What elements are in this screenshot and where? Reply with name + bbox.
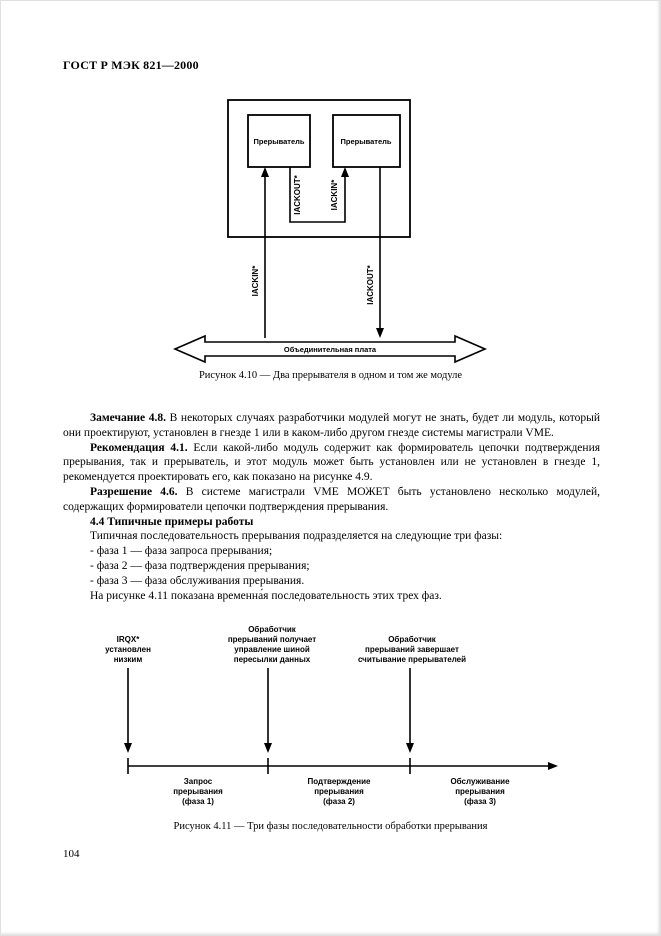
event3-line1: Обработчик	[388, 635, 437, 644]
interrupter-left-label: Прерыватель	[253, 137, 304, 146]
phase2-line3: (фаза 2)	[323, 797, 355, 806]
interrupter-right-box	[332, 114, 401, 168]
down-arrowhead-icon	[264, 743, 272, 753]
event3-line3: считывание прерывателей	[358, 655, 466, 664]
phase-list-item-3: - фаза 3 — фаза обслуживания прерывания.	[90, 574, 305, 587]
down-arrowhead-icon	[376, 328, 384, 338]
paragraph-note: Замечание 4.8. В некоторых случаях разра…	[63, 411, 600, 441]
permission-text: В системе магистрали VME МОЖЕТ быть уста…	[63, 485, 600, 513]
paragraph-outro: На рисунке 4.11 показана временна́я посл…	[90, 589, 442, 602]
page-number: 104	[63, 848, 80, 860]
interrupter-left-box	[247, 114, 311, 168]
event2-line3: управление шиной	[234, 645, 310, 654]
figure-4-10-caption: Рисунок 4.10 — Два прерывателя в одном и…	[198, 370, 463, 381]
body-text: Замечание 4.8. В некоторых случаях разра…	[63, 411, 600, 603]
daisy-chain-line	[289, 167, 346, 223]
paragraph-recommendation: Рекомендация 4.1. Если какой-либо модуль…	[63, 441, 600, 485]
figure-4-11-diagram: IRQX* установлен низким Обработчик преры…	[105, 626, 558, 806]
event1-line1: IRQX*	[117, 635, 141, 644]
recommendation-lead: Рекомендация 4.1.	[90, 441, 188, 454]
paragraph-permission: Разрешение 4.6. В системе магистрали VME…	[63, 485, 600, 515]
permission-lead: Разрешение 4.6.	[90, 485, 178, 498]
signal-iackout-right-label: IACKOUT*	[366, 264, 375, 304]
note-lead: Замечание 4.8.	[90, 412, 166, 424]
document-code: ГОСТ Р МЭК 821—2000	[63, 58, 199, 72]
phase3-line1: Обслуживание	[450, 777, 510, 786]
interrupter-right-label: Прерыватель	[340, 137, 391, 146]
phase-list-item-1: - фаза 1 — фаза запроса прерывания;	[90, 545, 273, 558]
section-heading: 4.4 Типичные примеры работы	[90, 515, 254, 528]
backplane-label: Объединительная плата	[284, 345, 377, 354]
figure-4-11-caption: Рисунок 4.11 — Три фазы последовательнос…	[173, 821, 488, 832]
phase1-line2: прерывания	[173, 787, 223, 796]
paragraph-intro: Типичная последовательность прерывания п…	[90, 530, 503, 543]
down-arrowhead-icon	[406, 743, 414, 753]
phase1-line3: (фаза 1)	[182, 797, 214, 806]
event3-line2: прерываний завершает	[365, 645, 459, 654]
phase3-line3: (фаза 3)	[464, 797, 496, 806]
phase3-line2: прерывания	[455, 787, 505, 796]
event2-line4: пересылки данных	[234, 655, 311, 664]
figure-4-10-diagram: Прерыватель Прерыватель IACKOUT* IACKIN*…	[172, 99, 488, 364]
up-arrowhead-icon	[261, 167, 269, 177]
event1-line2: установлен	[105, 645, 151, 654]
right-arrowhead-icon	[548, 762, 558, 770]
signal-iackout-inner-label: IACKOUT*	[293, 174, 302, 214]
event2-line2: прерываний получает	[228, 635, 316, 644]
signal-iackin-left-label: IACKIN*	[251, 265, 260, 297]
note-text: В некоторых случаях разработчики модулей…	[63, 412, 600, 439]
phase2-line1: Подтверждение	[308, 777, 372, 786]
signal-iackin-inner-label: IACKIN*	[330, 179, 339, 211]
backplane-shape	[172, 334, 488, 364]
phase2-line2: прерывания	[314, 787, 364, 796]
down-arrowhead-icon	[124, 743, 132, 753]
phase1-line1: Запрос	[184, 777, 213, 786]
up-arrowhead-icon	[341, 167, 349, 177]
recommendation-text: Если какой-либо модуль содержит как форм…	[63, 441, 601, 484]
event1-line3: низким	[114, 655, 143, 664]
event2-line1: Обработчик	[248, 626, 297, 634]
phase-list-item-2: - фаза 2 — фаза подтверждения прерывания…	[90, 559, 310, 572]
